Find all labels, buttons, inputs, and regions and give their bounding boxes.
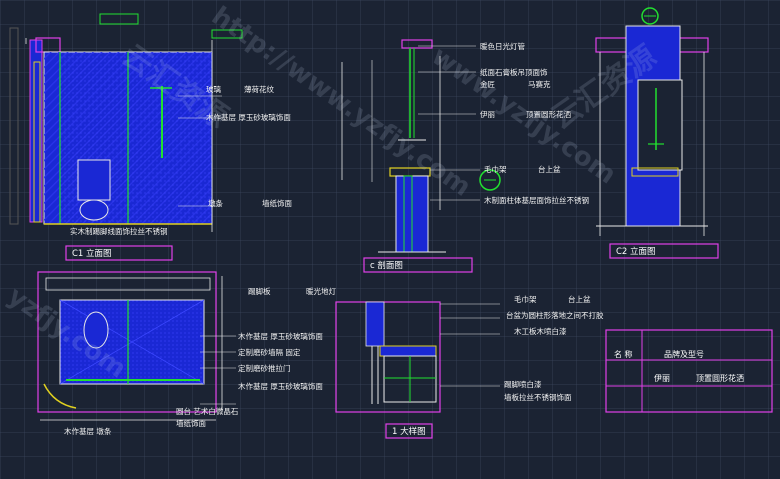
c1-title-box: [65, 245, 173, 261]
plan-label-glass-1: 木作基层 厚玉砂玻璃饰面: [238, 331, 323, 341]
plan-outline: [37, 271, 217, 413]
plan-toilet: [83, 311, 109, 349]
plan-label-sliding-door: 定制磨砂推拉门: [238, 363, 291, 373]
plan-label-skirting: 踢脚板: [248, 286, 271, 296]
c1-label-frosted-glass: 木作基层 厚玉砂玻璃饰面: [206, 112, 291, 122]
c1-trim: [33, 61, 41, 223]
table-header-name: 名 称: [614, 349, 633, 359]
plan-round-table: [43, 383, 77, 409]
c2-niche: [637, 79, 683, 171]
sec-label-towel-rack: 毛巾架: [484, 164, 507, 174]
sec-label-mosaic: 马赛克: [528, 79, 551, 89]
legend-table: 名 称 品牌及型号 伊丽 顶置圆形花洒: [605, 329, 773, 413]
c2-basin: [631, 167, 679, 177]
sec-label-column: 木制面柱体基层面饰拉丝不锈钢: [484, 195, 589, 205]
detail-counter: [379, 345, 437, 357]
c1-dim-box-2: [211, 29, 243, 39]
c1-elevation: 玻璃 薄荷花纹 木作基层 厚玉砂玻璃饰面 墩条 墙纸饰面 实木制踢脚线面饰拉丝不…: [9, 13, 292, 261]
c2-title: C2 立面图: [616, 246, 656, 257]
c1-title: C1 立面图: [72, 248, 112, 259]
plan-label-round-table: 圆台 艺术白微晶石: [176, 406, 239, 416]
sec-label-lamp: 暖色日光灯管: [480, 41, 525, 51]
detail-label-steel-panel: 墙板拉丝不锈钢饰面: [504, 392, 572, 402]
sec-label-brand: 金匠: [480, 79, 495, 89]
c1-toilet-tank: [77, 159, 111, 201]
detail-view: 毛巾架 台上盆 台盆为圆柱形落地之间不打胶 木工板木喷白漆 踢脚喷白漆 墙板拉丝…: [335, 294, 604, 439]
c2-title-box: [609, 243, 719, 259]
c1-label-mint: 薄荷花纹: [244, 84, 274, 94]
c1-toilet-bowl: [79, 199, 109, 221]
sec-top-box: [401, 39, 433, 49]
c1-label-skirting: 实木制踢脚线面饰拉丝不锈钢: [70, 226, 168, 236]
plan-label-glass-2: 木作基层 厚玉砂玻璃饰面: [238, 381, 323, 391]
c1-label-glass: 玻璃: [206, 84, 221, 94]
detail-label-sealing: 台盆为圆柱形落地之间不打胶: [506, 310, 604, 320]
plan-diag-2: [59, 299, 205, 385]
c1-label-strip: 墩条: [208, 198, 223, 208]
detail-title-box: [385, 423, 433, 439]
detail-outline: [335, 301, 441, 413]
detail-label-skirting-paint: 踢脚喷白漆: [504, 379, 542, 389]
plan-label-wallpaper: 墙纸饰面: [176, 418, 206, 428]
sec-label-shower: 顶置圆形花洒: [526, 109, 571, 119]
table-outline: [605, 329, 773, 413]
table-header-model: 品牌及型号: [664, 349, 704, 359]
sec-label-gypsum: 纸面石膏板吊顶面饰: [480, 67, 548, 77]
detail-title: 1 大样图: [392, 426, 426, 437]
detail-label-towel-rack: 毛巾架: [514, 294, 537, 304]
sec-callout-circle: [479, 169, 501, 191]
detail-label-basin: 台上盆: [568, 294, 591, 304]
c1-left-edge: [9, 27, 19, 225]
plan-label-base-strip: 木作基层 墩条: [64, 426, 112, 436]
sec-label-brand-2: 伊丽: [480, 109, 495, 119]
table-row1-model: 顶置圆形花洒: [696, 373, 744, 383]
c-section: 暖色日光灯管 纸面石膏板吊顶面饰 金匠 马赛克 伊丽 顶置圆形花洒 毛巾架 台上…: [341, 39, 589, 273]
plan-top-wall: [45, 277, 211, 291]
plan-label-floor-light: 暖光地灯: [306, 286, 336, 296]
plan-view: 踢脚板 暖光地灯 木作基层 厚玉砂玻璃饰面 定制磨砂墙隔 固定 定制磨砂推拉门 …: [37, 271, 336, 436]
c1-dim-box-1: [99, 13, 139, 25]
detail-label-white-paint: 木工板木喷白漆: [514, 326, 567, 336]
c2-elevation: C2 立面图: [595, 7, 719, 259]
sec-title-box: [363, 257, 473, 273]
table-row1-name: 伊丽: [654, 373, 670, 383]
plan-label-partition: 定制磨砂墙隔 固定: [238, 347, 301, 357]
sec-title: c 剖面图: [370, 260, 403, 271]
c1-label-wallpaper: 墙纸饰面: [262, 198, 292, 208]
sec-label-basin: 台上盆: [538, 164, 561, 174]
detail-column: [365, 301, 385, 347]
c2-callout-circle: [641, 7, 659, 25]
watermark-2: http://www.yzfjy.com: [206, 1, 476, 203]
